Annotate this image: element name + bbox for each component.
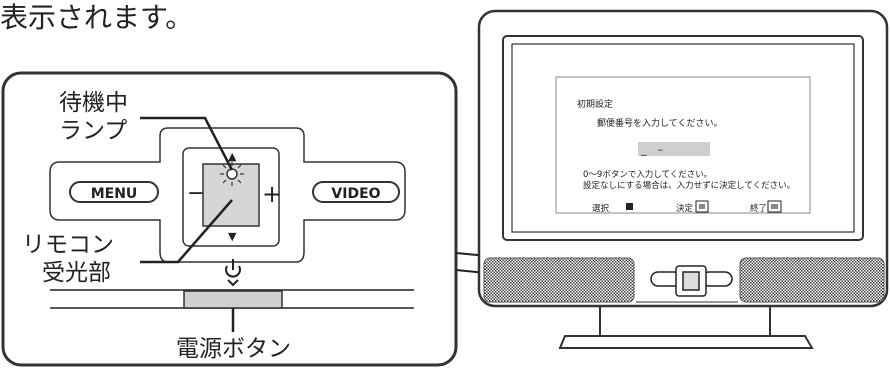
minus-icon[interactable]: − xyxy=(187,181,205,206)
tv-stand xyxy=(558,306,814,349)
right-speaker-grille xyxy=(739,257,885,303)
setup-title: 初期設定 xyxy=(577,98,613,110)
setup-help-2: 設定なしにする場合は、入力せずに決定してください。 xyxy=(583,180,795,191)
power-icon xyxy=(225,259,241,287)
up-arrow-icon[interactable]: ▲ xyxy=(228,150,237,163)
footer-decide-label: 決定 xyxy=(676,203,694,214)
video-label: VIDEO xyxy=(331,186,380,202)
intro-text: 表示されます。 xyxy=(0,1,194,34)
left-speaker-grille xyxy=(483,257,635,303)
power-button-label: 電源ボタン xyxy=(176,336,291,362)
postal-code-value: _ – xyxy=(640,143,663,156)
select-key-icon xyxy=(626,203,633,210)
standby-lamp-icon xyxy=(220,162,244,186)
tv-set: 初期設定 郵便番号を入力してください。 _ – 0～9ボタンで入力してください。… xyxy=(477,9,889,349)
setup-prompt: 郵便番号を入力してください。 xyxy=(597,117,722,129)
setup-help-1: 0～9ボタンで入力してください。 xyxy=(583,169,712,180)
zoom-panel: MENU VIDEO − + ▲ ▼ 待機中 xyxy=(1,71,458,367)
plus-icon[interactable]: + xyxy=(262,180,282,208)
standby-lamp-label-2: ランプ xyxy=(59,118,127,144)
video-button[interactable]: VIDEO xyxy=(312,181,400,203)
tv-front-panel xyxy=(650,265,733,297)
down-arrow-icon[interactable]: ▼ xyxy=(228,230,237,243)
decide-key-inner xyxy=(699,204,705,209)
standby-lamp-label-1: 待機中 xyxy=(59,90,128,116)
remote-sensor-label-1: リモコン xyxy=(22,232,114,258)
power-button[interactable] xyxy=(183,290,283,309)
menu-button[interactable]: MENU xyxy=(69,181,159,203)
postal-code-input[interactable] xyxy=(638,142,710,156)
setup-screen: 初期設定 郵便番号を入力してください。 _ – 0～9ボタンで入力してください。… xyxy=(577,98,795,214)
menu-label: MENU xyxy=(91,186,138,202)
end-key-inner xyxy=(771,204,778,209)
remote-sensor-label-2: 受光部 xyxy=(42,260,111,286)
footer-select-label: 選択 xyxy=(592,203,610,214)
footer-end-label: 終了 xyxy=(750,203,767,214)
